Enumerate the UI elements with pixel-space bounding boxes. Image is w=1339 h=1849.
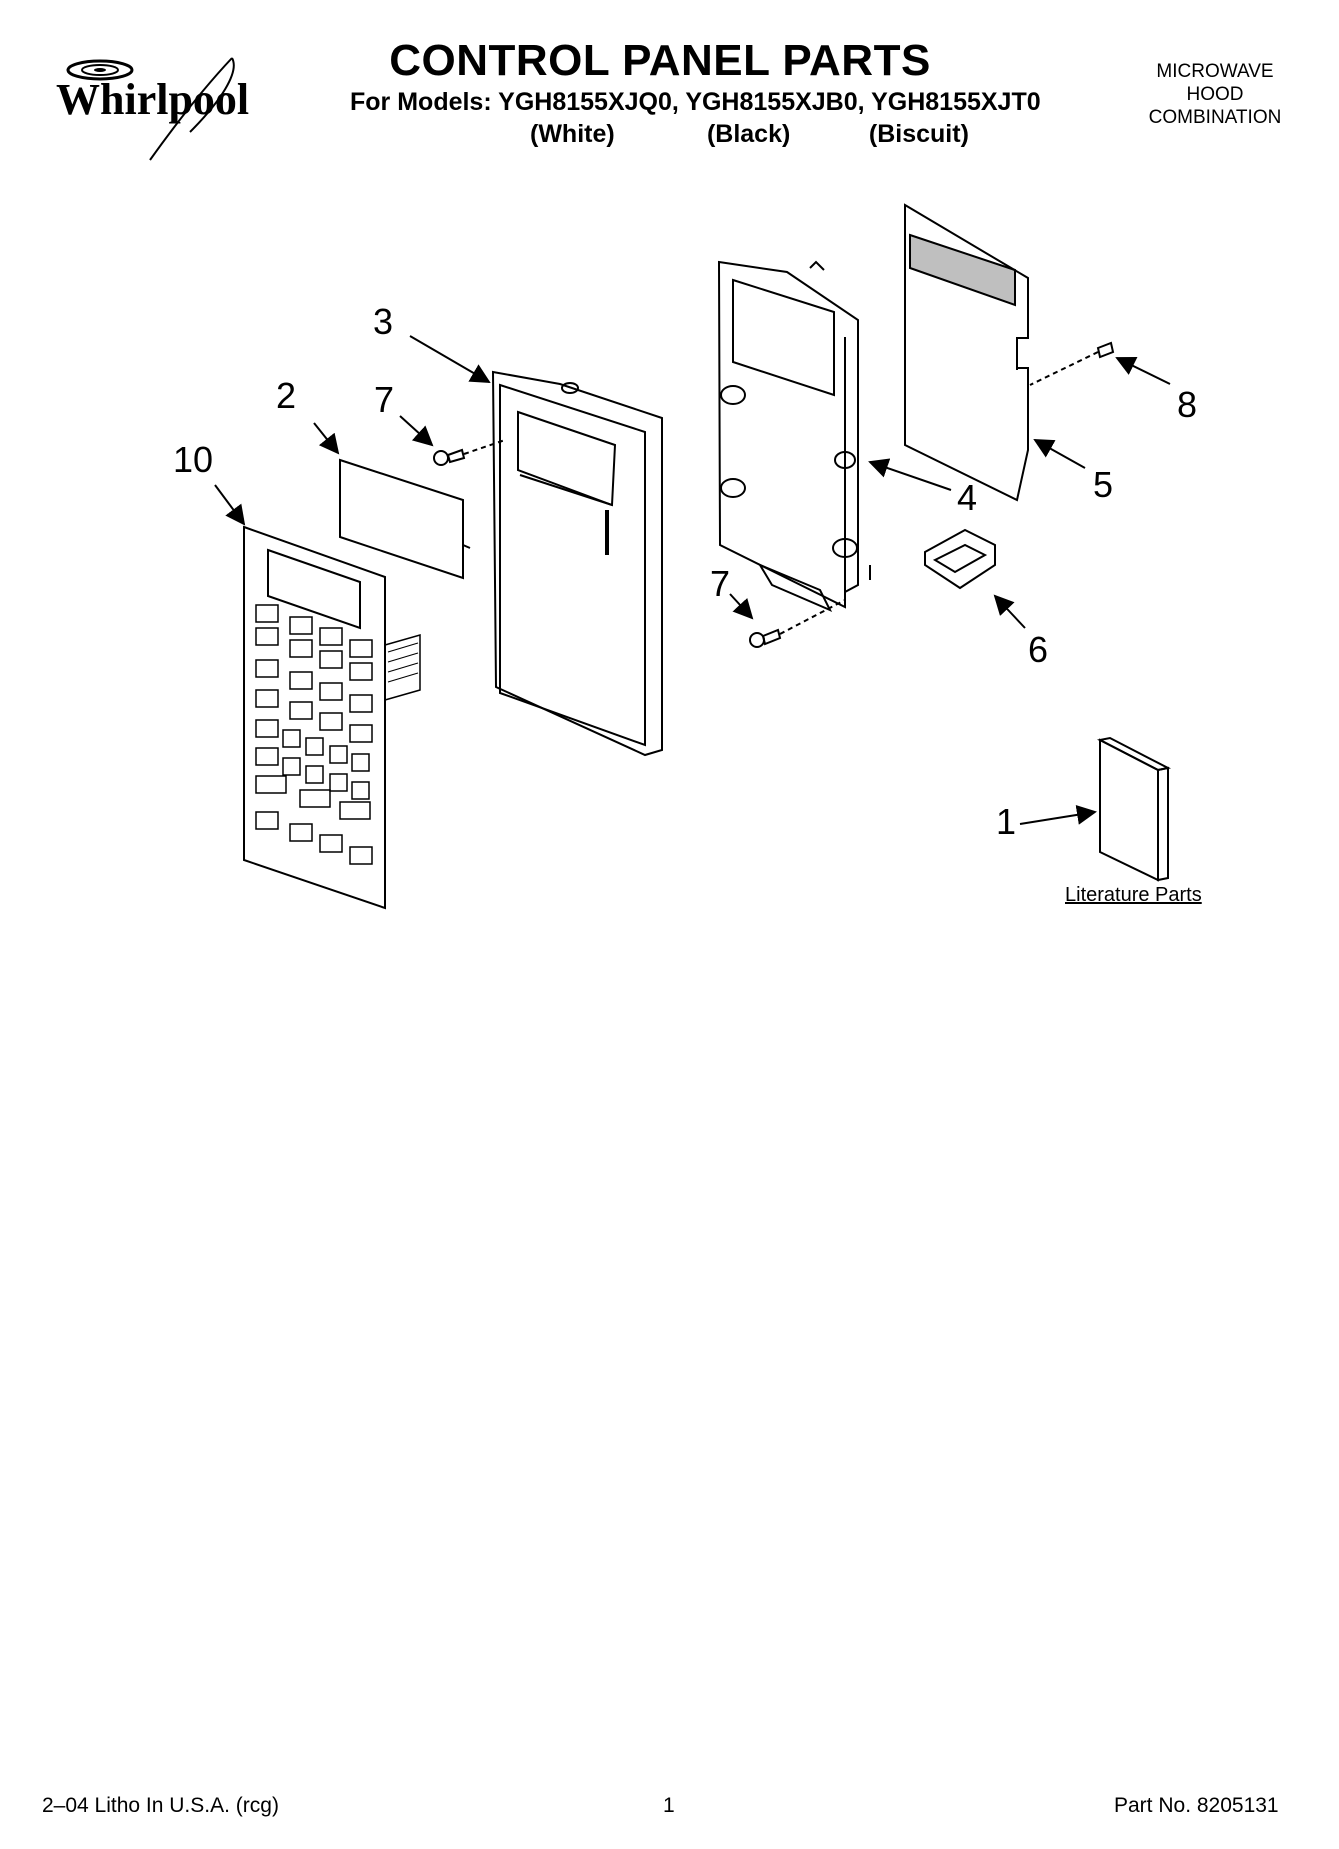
svg-text:Whirlpool: Whirlpool <box>56 75 249 124</box>
callout-7-upper: 7 <box>374 379 394 420</box>
keypad-membrane-part <box>243 525 421 910</box>
callout-2: 2 <box>276 375 296 416</box>
footer-litho: 2–04 Litho In U.S.A. (rcg) <box>42 1794 279 1817</box>
callout-8: 8 <box>1177 384 1197 425</box>
literature-parts-label: Literature Parts <box>1065 884 1202 906</box>
screw-lower-part <box>749 599 846 648</box>
color-black: (Black) <box>706 120 791 148</box>
literature-booklet-part <box>1097 736 1171 882</box>
footer-part-number: Part No. 8205131 <box>1114 1794 1279 1817</box>
callout-7-lower: 7 <box>710 563 730 604</box>
category-line: COMBINATION <box>1148 107 1282 128</box>
callout-10: 10 <box>173 439 213 480</box>
latch-part <box>924 528 996 590</box>
control-panel-frame-part <box>491 370 663 757</box>
page-title: CONTROL PANEL PARTS <box>389 36 931 85</box>
callout-5: 6 <box>1028 629 1048 670</box>
color-white: (White) <box>530 120 615 148</box>
color-biscuit: (Biscuit) <box>868 120 969 148</box>
footer-page-number: 1 <box>663 1794 675 1817</box>
screw-upper-part <box>433 439 506 466</box>
category-line: HOOD <box>1186 84 1244 105</box>
product-category: MICROWAVE HOOD COMBINATION <box>1115 60 1315 129</box>
electronic-control-board-part <box>904 203 1029 502</box>
callout-6: 5 <box>1093 464 1113 505</box>
models-line: For Models: YGH8155XJQ0, YGH8155XJB0, YG… <box>350 88 1041 116</box>
display-window-part <box>339 458 471 580</box>
screw-board-part <box>1029 341 1115 386</box>
leader-3 <box>409 335 491 384</box>
leader-8 <box>1115 356 1171 385</box>
callout-3: 3 <box>373 301 393 342</box>
callout-1: 1 <box>996 801 1016 842</box>
leader-6 <box>1033 439 1086 469</box>
category-line: MICROWAVE <box>1156 61 1274 82</box>
leader-5 <box>993 594 1026 629</box>
leader-10 <box>214 484 246 526</box>
control-bracket-part <box>717 260 871 613</box>
model-colors: (White) (Black) (Biscuit) <box>530 120 969 149</box>
leader-4 <box>868 458 952 491</box>
leader-2 <box>313 422 340 455</box>
whirlpool-logo: Whirlpool <box>56 57 249 161</box>
leader-1 <box>1019 804 1097 825</box>
leader-7-upper <box>399 415 434 447</box>
callout-4: 4 <box>957 477 977 518</box>
leader-7-lower <box>729 593 754 620</box>
